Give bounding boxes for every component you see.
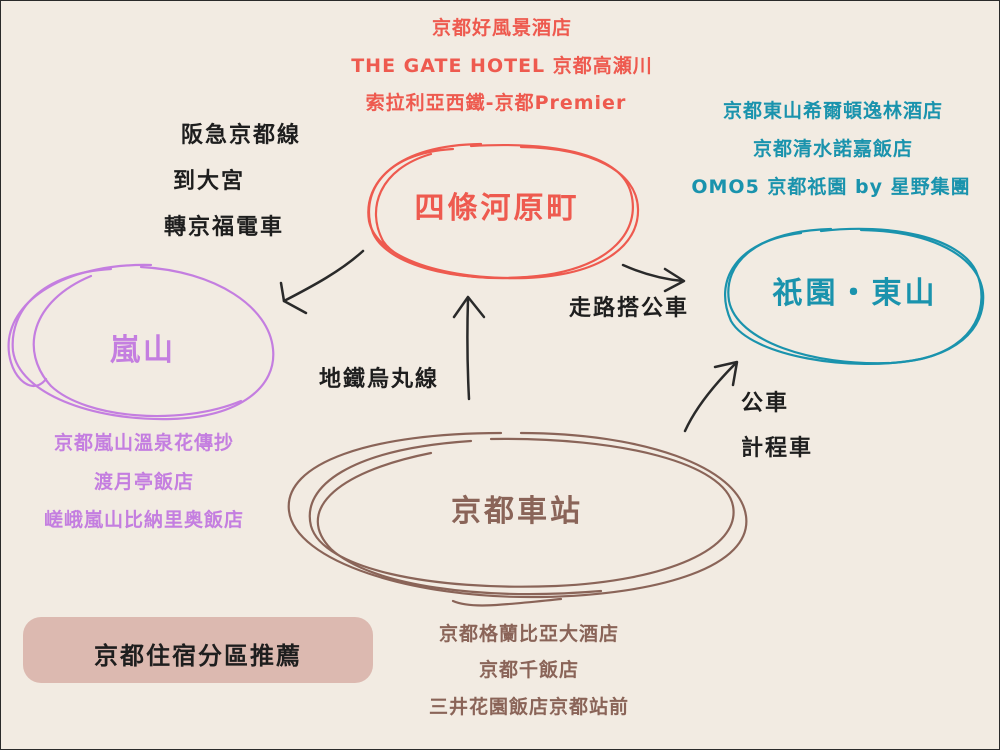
arrow-shijo-arashiyama bbox=[282, 249, 365, 303]
arrow-shijo-gion bbox=[621, 263, 685, 283]
arashiyama-hotel-1: 京都嵐山溫泉花傳抄 bbox=[53, 432, 235, 454]
gion-hotel-1: 京都東山希爾頓逸林酒店 bbox=[722, 100, 944, 122]
route-taxi: 計程車 bbox=[741, 436, 814, 461]
kyoto-station-circle bbox=[287, 431, 748, 607]
station-hotel-1: 京都格蘭比亞大酒店 bbox=[438, 623, 620, 645]
route-transfer-keifuku: 轉京福電車 bbox=[164, 215, 285, 240]
gion-hotel-3: OMO5 京都祇園 by 星野集團 bbox=[691, 176, 971, 198]
route-bus: 公車 bbox=[741, 391, 790, 416]
shijo-hotel-3: 索拉利亞西鐵-京都Premier bbox=[365, 92, 627, 114]
shijo-hotel-2: THE GATE HOTEL 京都高瀬川 bbox=[351, 55, 653, 77]
hub-arashiyama: 嵐山 bbox=[110, 333, 176, 368]
route-subway-karasuma: 地鐵烏丸線 bbox=[319, 367, 440, 392]
shijo-circle bbox=[367, 142, 640, 280]
station-hotel-3: 三井花園飯店京都站前 bbox=[428, 696, 630, 718]
arrowhead-station-gion bbox=[713, 360, 739, 387]
hub-gion-higashiyama: 祇園・東山 bbox=[772, 276, 938, 311]
arrows bbox=[279, 249, 739, 433]
gion-hotel-2: 京都清水諾嘉飯店 bbox=[752, 138, 914, 160]
station-hotel-2: 京都千飯店 bbox=[478, 659, 580, 681]
arashiyama-circle bbox=[7, 263, 275, 421]
gion-circle bbox=[724, 227, 985, 365]
arashiyama-hotel-3: 嵯峨嵐山比納里奥飯店 bbox=[43, 509, 245, 531]
shijo-hotel-1: 京都好風景酒店 bbox=[431, 17, 573, 39]
route-to-omiya: 到大宮 bbox=[173, 169, 246, 194]
hub-kyoto-station: 京都車站 bbox=[451, 494, 583, 529]
route-hankyu-line: 阪急京都線 bbox=[181, 123, 302, 148]
legend-pill bbox=[23, 617, 373, 683]
arrowhead-station-shijo bbox=[452, 295, 486, 319]
arrow-station-shijo bbox=[466, 297, 471, 401]
hub-shijo-kawaramachi: 四條河原町 bbox=[414, 191, 580, 226]
arrow-station-gion bbox=[683, 361, 738, 433]
arashiyama-hotel-2: 渡月亭飯店 bbox=[93, 471, 195, 493]
arrowhead-shijo-arashiyama bbox=[279, 281, 308, 315]
route-walk-bus: 走路搭公車 bbox=[569, 296, 690, 321]
arrowhead-shijo-gion bbox=[663, 267, 686, 293]
legend-title: 京都住宿分區推薦 bbox=[94, 642, 302, 670]
